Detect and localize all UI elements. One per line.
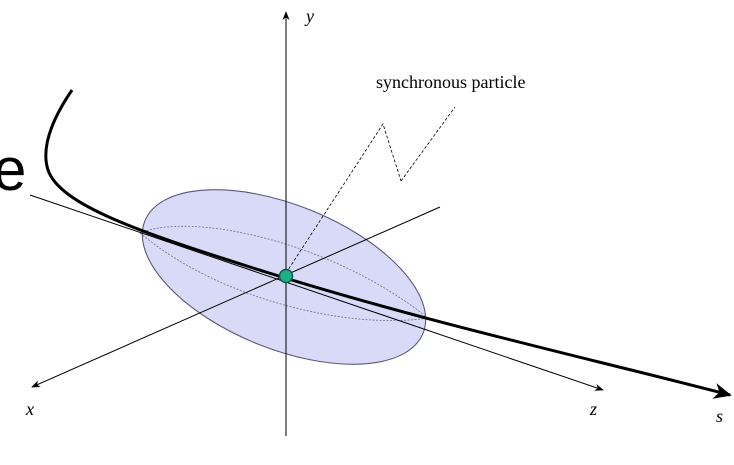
synchronous-particle [278, 268, 294, 284]
annotation-leader-right [400, 106, 456, 182]
s-trajectory [44, 89, 732, 399]
x-axis-label: x [25, 399, 34, 419]
annotation-label: synchronous particle [376, 72, 525, 92]
z-axis-label: z [589, 399, 597, 419]
cut-off-letter: e [0, 136, 26, 203]
y-axis-label: y [304, 6, 314, 26]
bunch-inner-curve-lower [139, 232, 429, 321]
z-axis [29, 194, 604, 391]
s-axis-label: s [716, 406, 723, 426]
bunch-inner-curve-upper [139, 225, 429, 319]
annotation-leader-left [285, 123, 402, 274]
x-axis [31, 206, 441, 388]
